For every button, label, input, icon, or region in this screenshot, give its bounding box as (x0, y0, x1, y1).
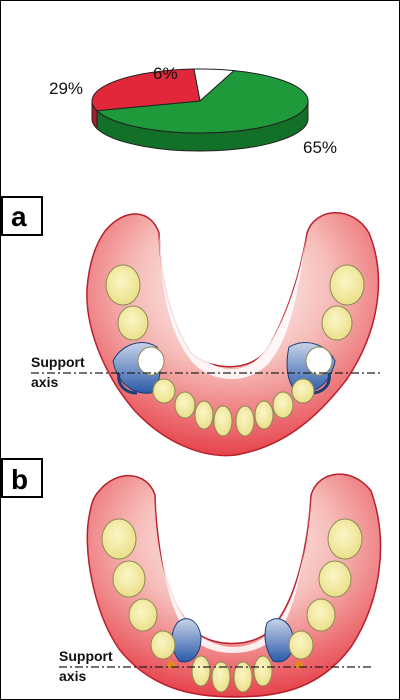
panel-b-tooth (101, 518, 137, 560)
panel-a-tooth (174, 391, 196, 419)
panel-a-tooth (329, 264, 365, 306)
panel-a-label-box (1, 196, 43, 236)
panel-a-abutment-tooth (305, 346, 333, 376)
panel-a-tooth (105, 264, 141, 306)
panel-b-tooth (112, 560, 146, 598)
panel-a-letter: a (11, 201, 27, 232)
panel-b-tooth (150, 630, 176, 660)
panel-b-label-box (1, 458, 43, 498)
panel-b-right-rest (295, 661, 303, 669)
panel-b-right-clasp (264, 618, 294, 663)
panel-b-tooth (233, 661, 253, 693)
pie-label-65: 65% (303, 138, 337, 157)
panel-b-tooth (128, 598, 158, 632)
panel-a-tooth (194, 400, 214, 430)
panel-b: b Support axis (1, 458, 382, 698)
panel-b-tooth (306, 598, 336, 632)
panel-b-tooth (288, 630, 314, 660)
pie-label-29: 29% (49, 79, 83, 98)
panel-b-axis-label-line1: Support (59, 648, 113, 664)
panel-a-tooth (213, 405, 233, 437)
panel-a-tooth (291, 378, 315, 404)
panel-a-axis-label-line1: Support (31, 354, 85, 370)
panel-a-abutment-tooth (137, 346, 165, 376)
panel-b-axis-label-line2: axis (59, 668, 86, 684)
panel-b-tooth (211, 661, 231, 693)
panel-a-tooth (235, 405, 255, 437)
panel-a-tooth (254, 400, 274, 430)
panel-a-tooth (272, 391, 294, 419)
pie-slice (95, 70, 309, 134)
panel-b-tooth (318, 560, 352, 598)
pie-chart (91, 68, 309, 152)
panel-b-left-clasp (171, 618, 202, 663)
panel-b-tooth (191, 655, 211, 687)
pie-slice (91, 68, 201, 112)
panel-a-tooth (152, 378, 176, 404)
panel-a-left-clasp-arm (117, 372, 138, 395)
panel-a: a Support axis (1, 196, 383, 457)
panel-b-tooth (327, 518, 363, 560)
panel-a-tooth (117, 305, 149, 341)
panel-a-tooth (321, 305, 353, 341)
panel-a-axis-label-line2: axis (31, 374, 58, 390)
panel-b-letter: b (11, 464, 28, 495)
panel-b-left-rest (167, 661, 175, 669)
panel-b-tooth (253, 655, 273, 687)
pie-label-6: 6% (153, 64, 178, 83)
